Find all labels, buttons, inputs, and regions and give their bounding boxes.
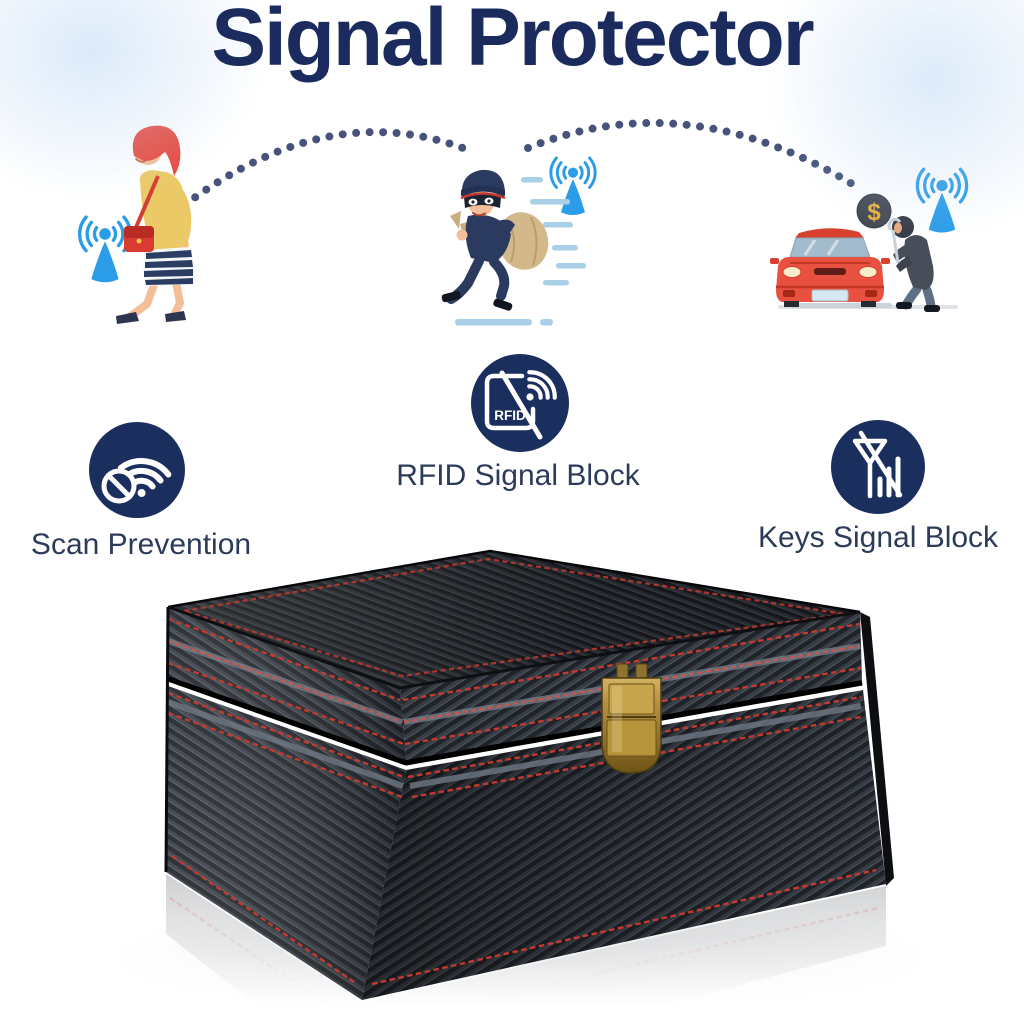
running-thief-illustration [441,169,586,326]
top-face-stitching [183,557,845,678]
motion-dashes [455,177,586,326]
page-title: Signal Protector [211,0,814,83]
red-car [770,228,890,307]
dotted-arc-woman-to-thief [159,128,472,226]
thief-shoe [493,298,513,311]
wifi-blocked-icon [89,422,185,518]
box-right-edge [860,612,894,886]
woman-shoe [116,312,139,324]
rfid-label: RFID [494,408,526,423]
dollar-symbol: $ [867,199,881,226]
rfid-tag-blocked-icon: RFID [471,354,569,452]
brass-clasp [601,663,662,774]
woman-shoe [165,311,186,322]
beacon-woman [78,215,132,284]
woman-striped-skirt [144,250,193,285]
beacon-car [915,167,969,235]
car-breakin-illustration: $ [770,193,958,312]
woman-hair [132,125,181,176]
box-left-edge [164,606,170,873]
beacon-thief [549,156,597,217]
feature-label-rfid-signal-block: RFID Signal Block [396,459,640,492]
thief-shoe [441,291,461,303]
headlight [782,266,802,278]
feature-label-keys-signal-block: Keys Signal Block [757,521,999,554]
headlight [858,266,878,278]
lid-seam [166,674,863,766]
key-fob-signal-blocked-icon [831,420,925,514]
feature-label-scan-prevention: Scan Prevention [30,528,252,561]
faraday-box-product [0,549,1024,1024]
license-plate [811,289,849,302]
dotted-arc-thief-to-car [524,119,866,194]
